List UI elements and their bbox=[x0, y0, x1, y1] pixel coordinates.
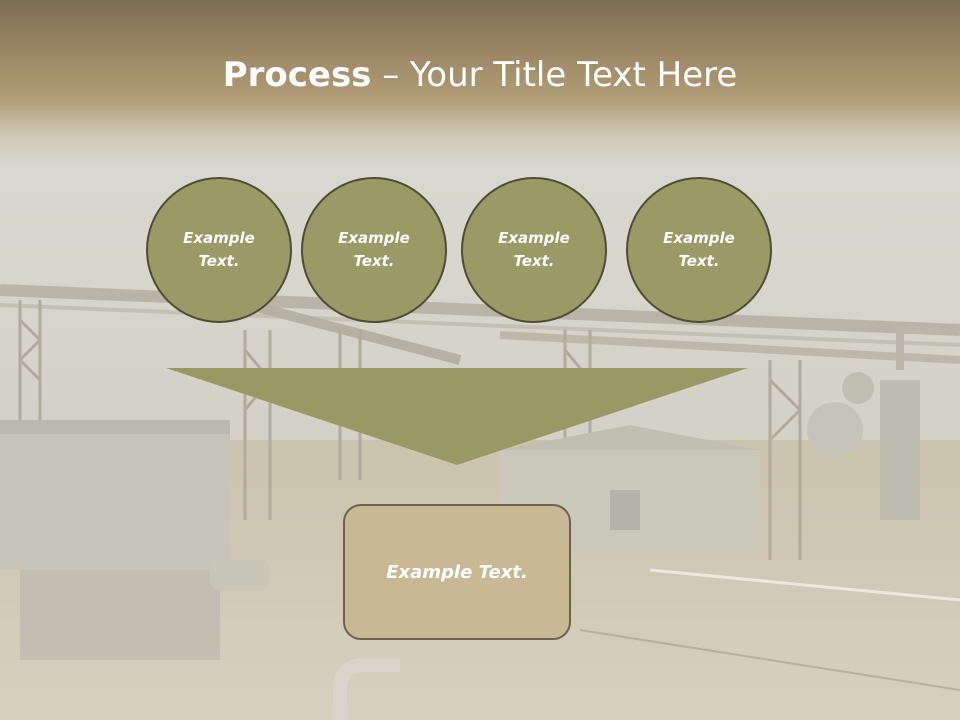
title-bold: Process bbox=[222, 55, 372, 95]
circle-label-line1: Example bbox=[663, 229, 735, 247]
circle-label-line1: Example bbox=[338, 229, 410, 247]
title-banner bbox=[0, 0, 960, 165]
funnel-arrow bbox=[166, 368, 748, 465]
circle-label-line1: Example bbox=[183, 229, 255, 247]
circle-label-line2: Text. bbox=[353, 252, 395, 270]
circle-label-line2: Text. bbox=[198, 252, 240, 270]
title-rest: – Your Title Text Here bbox=[371, 55, 738, 95]
result-box-label: Example Text. bbox=[386, 561, 528, 583]
circle-label-line2: Text. bbox=[678, 252, 720, 270]
circle-label-line2: Text. bbox=[513, 252, 555, 270]
slide-title: Process – Your Title Text Here bbox=[0, 52, 960, 98]
circle-label-line1: Example bbox=[498, 229, 570, 247]
result-box[interactable]: Example Text. bbox=[343, 504, 571, 640]
